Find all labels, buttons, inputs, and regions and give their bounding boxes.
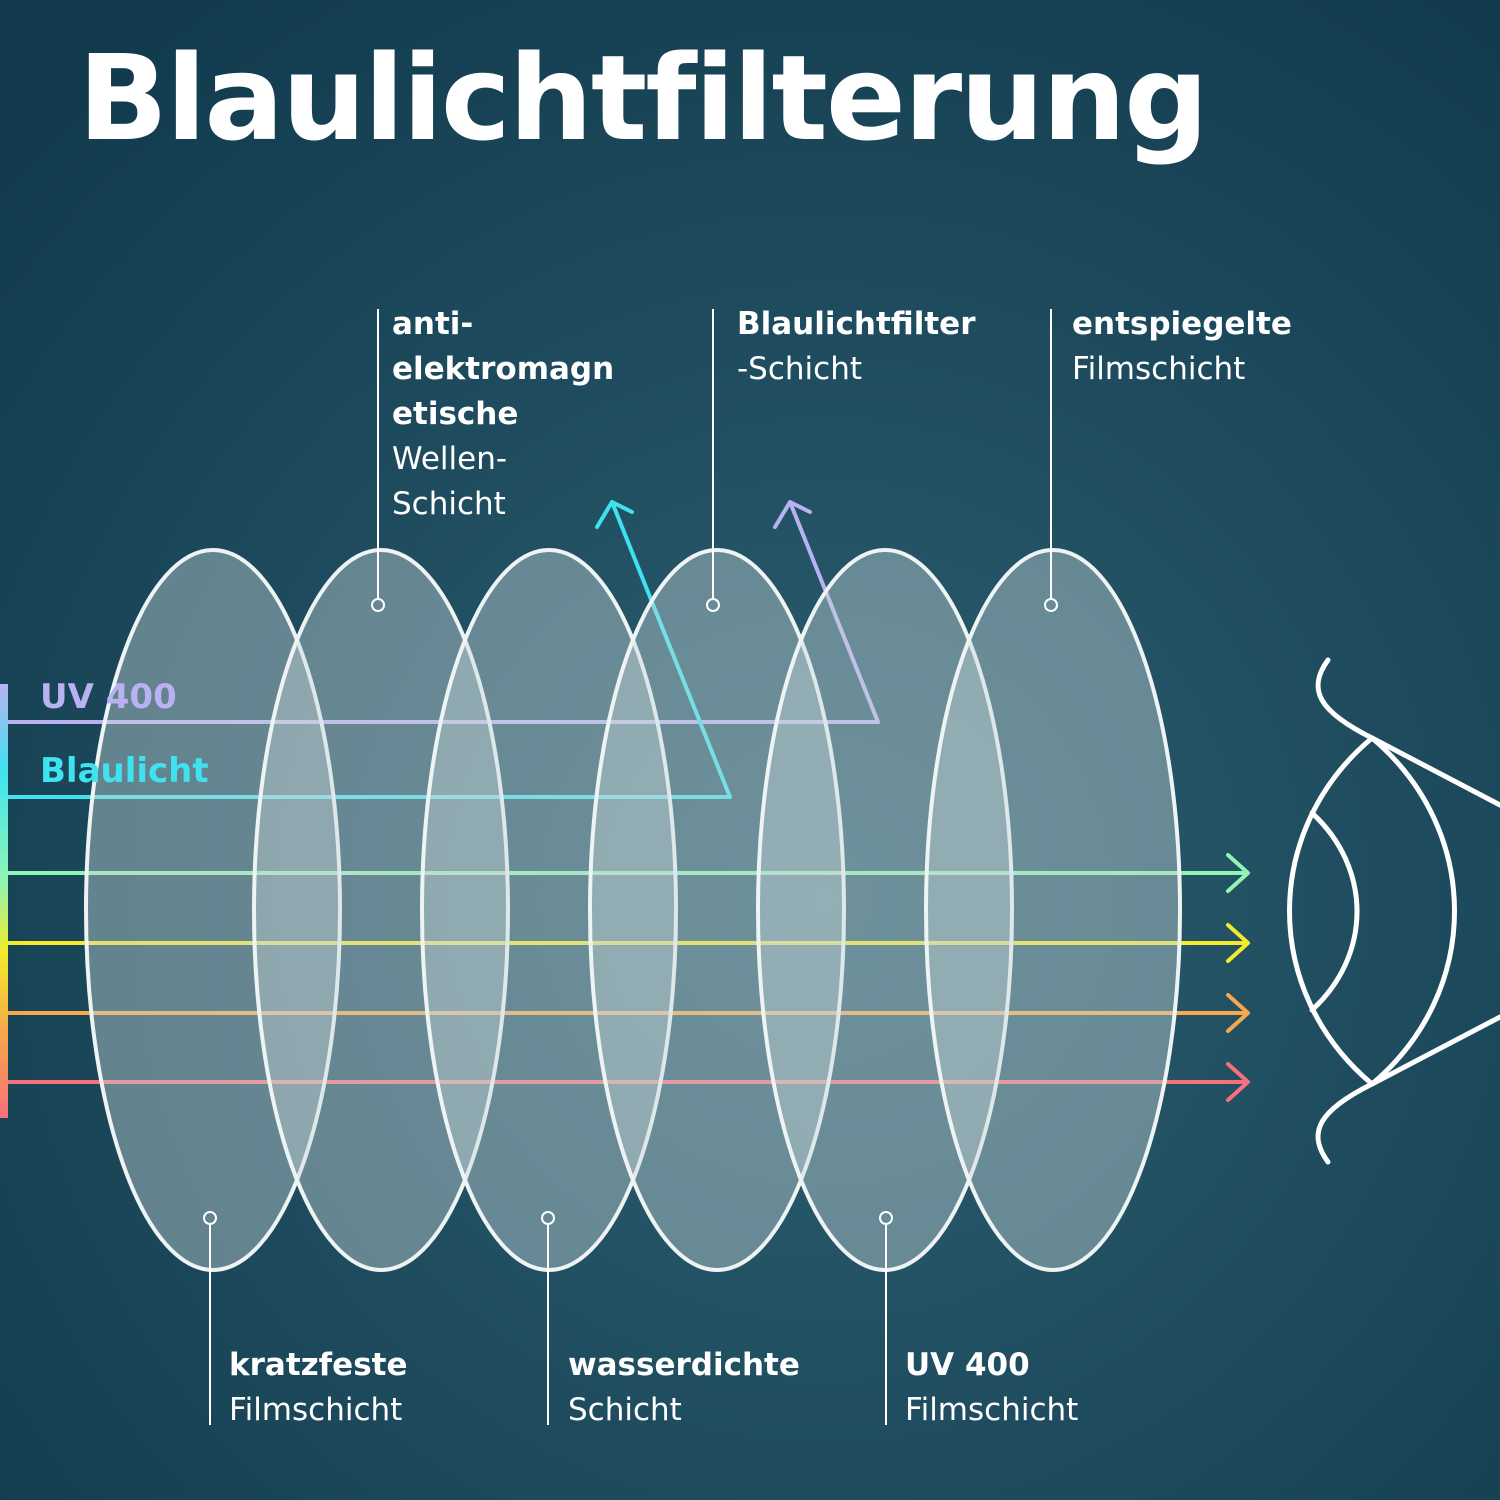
yellow-ray-arrowhead: [1226, 923, 1250, 963]
label-bold-line: elektromagn: [392, 351, 615, 387]
lens-blaulichtfilter: [588, 548, 846, 1272]
page-title: Blaulichtfilterung: [78, 29, 1209, 167]
label-bold-line: anti-: [392, 306, 474, 342]
label-bold-line: kratzfeste: [229, 1347, 408, 1383]
blue-ray-label: Blaulicht: [40, 751, 209, 791]
red-ray-arrowhead: [1226, 1062, 1250, 1102]
blue-ray-arrowhead: [595, 500, 634, 529]
label-normal-line: Filmschicht: [229, 1392, 403, 1428]
label-bold-line: wasserdichte: [568, 1347, 800, 1383]
uv400-ray: [8, 501, 880, 724]
label-normal-line: Schicht: [568, 1392, 682, 1428]
label-bold-line: entspiegelte: [1072, 306, 1292, 342]
eye-icon: [1287, 657, 1500, 1165]
uv400-ray-arrowhead: [773, 500, 812, 529]
lens-kratzfeste: [84, 548, 342, 1272]
lens-entspiegelte: [924, 548, 1182, 1272]
label-normal-line: Schicht: [392, 486, 506, 522]
leader-dot: [1044, 598, 1058, 612]
label-bold-line: etische: [392, 396, 519, 432]
leader-dot: [371, 598, 385, 612]
label-antielektromagnetisch: anti- elektromagn etische Wellen- Schich…: [392, 302, 614, 527]
label-blaulichtfilter: Blaulichtfilter -Schicht: [737, 302, 976, 392]
label-bold-line: Blaulichtfilter: [737, 306, 976, 342]
label-entspiegelte: entspiegelte Filmschicht: [1072, 302, 1292, 392]
orange-ray-arrowhead: [1226, 993, 1250, 1033]
label-wasserdichte: wasserdichte Schicht: [568, 1343, 800, 1433]
label-normal-line: Wellen-: [392, 441, 508, 477]
label-normal-line: Filmschicht: [905, 1392, 1079, 1428]
leader-dot: [879, 1211, 893, 1225]
leader-dot: [541, 1211, 555, 1225]
label-normal-line: -Schicht: [737, 351, 863, 387]
leader-dot: [203, 1211, 217, 1225]
label-uv400-film: UV 400 Filmschicht: [905, 1343, 1078, 1433]
label-bold-line: UV 400: [905, 1347, 1030, 1383]
lens-antielektromagnetisch: [252, 548, 510, 1272]
label-kratzfeste: kratzfeste Filmschicht: [229, 1343, 408, 1433]
green-ray-arrowhead: [1226, 853, 1250, 893]
leader-dot: [706, 598, 720, 612]
uv400-ray-label: UV 400: [40, 677, 177, 717]
label-normal-line: Filmschicht: [1072, 351, 1246, 387]
spectrum-bar: [0, 684, 8, 1118]
